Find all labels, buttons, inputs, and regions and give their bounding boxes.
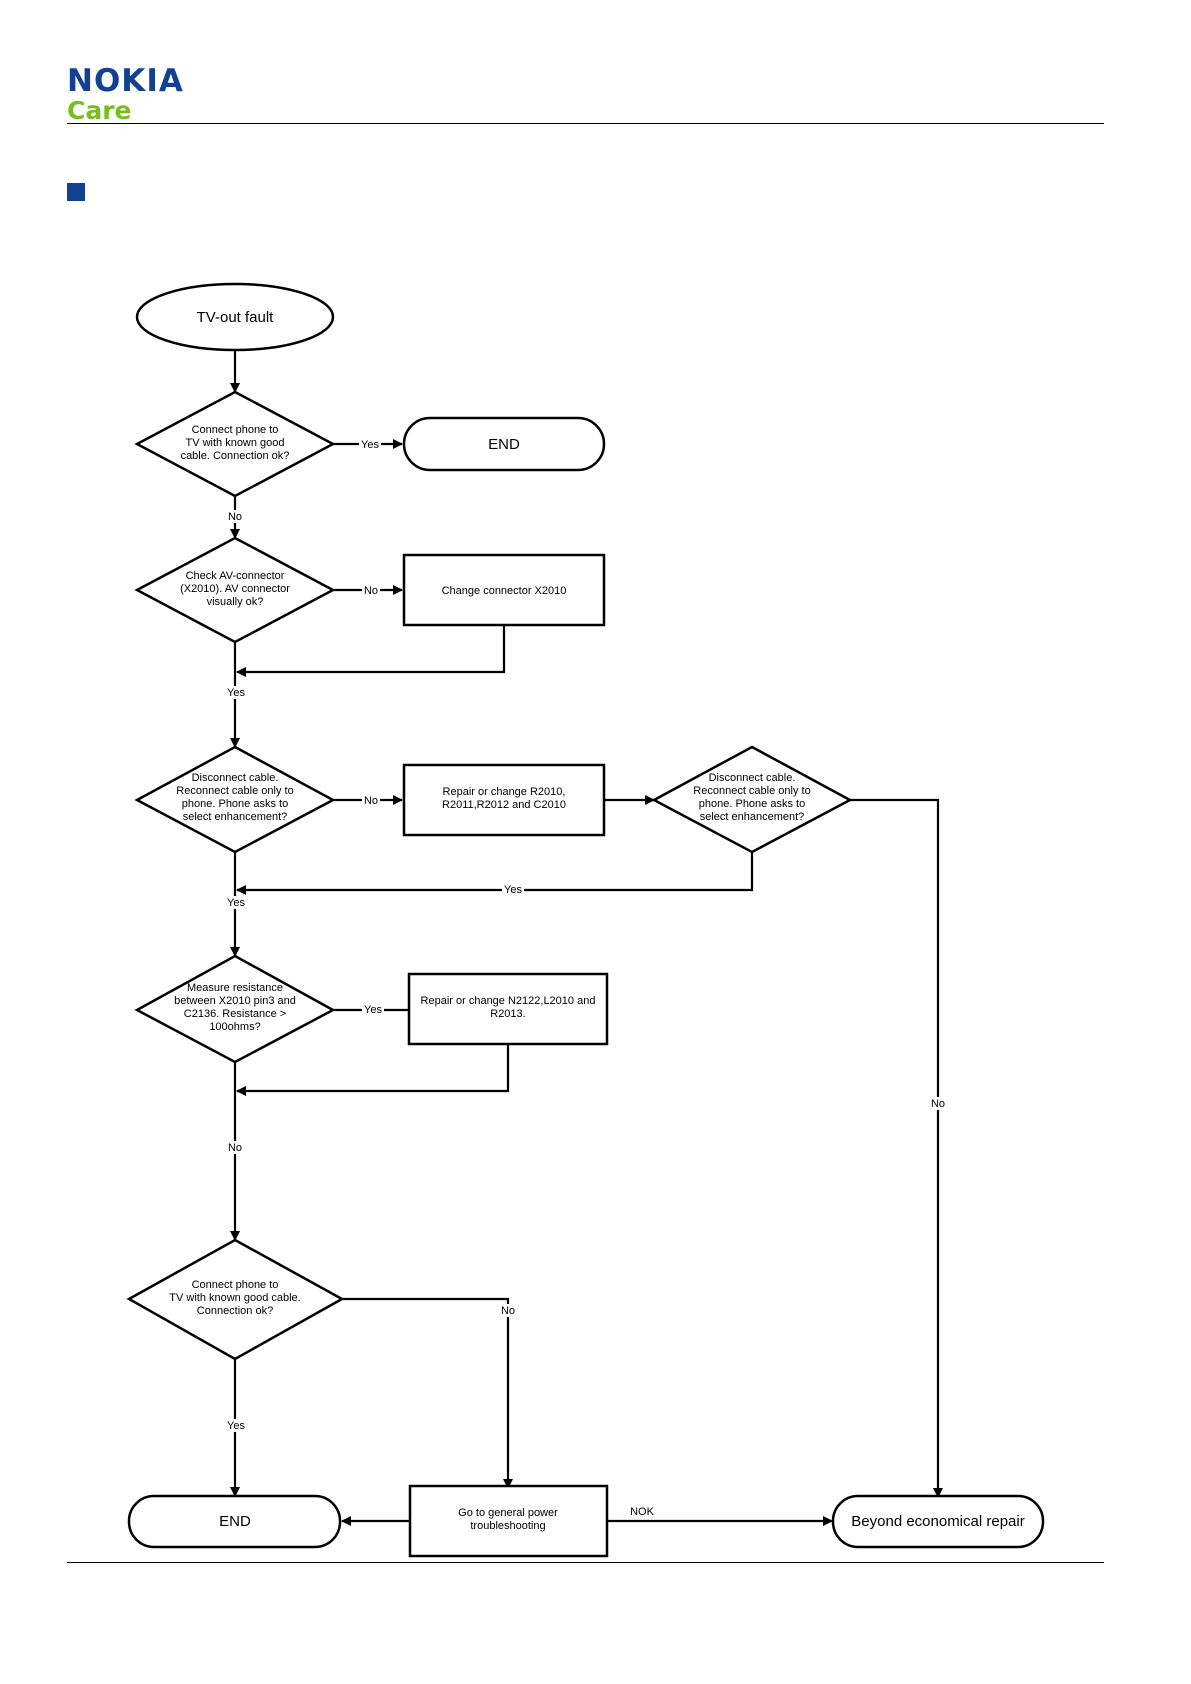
start-terminal — [135, 282, 335, 352]
q3b-line-1: Disconnect cable. — [709, 772, 796, 784]
q1-line-3: cable. Connection ok? — [181, 450, 290, 462]
q4-line-3: C2136. Resistance > — [184, 1008, 286, 1020]
label-q2-no: No — [364, 585, 378, 597]
power-line-2: troubleshooting — [470, 1520, 545, 1532]
decision-q3 — [134, 745, 336, 854]
repair1-line-1: Repair or change R2010, — [443, 786, 566, 798]
label-q3b-yes: Yes — [504, 884, 522, 896]
q3b-line-3: phone. Phone asks to — [699, 798, 805, 810]
label-q1-yes: Yes — [361, 439, 379, 451]
repair2-line-2: R2013. — [490, 1008, 525, 1020]
action-repair-n2122 — [407, 972, 609, 1046]
logo-nokia-wordmark: NOKIA — [67, 63, 184, 99]
q1-line-1: Connect phone to — [192, 424, 279, 436]
q3b-line-4: select enhancement? — [700, 811, 805, 823]
decision-q2 — [134, 536, 336, 644]
section-bullet-icon — [67, 183, 85, 201]
end-top-label: END — [488, 436, 520, 453]
q2-line-3: visually ok? — [207, 596, 264, 608]
terminal-end-bottom — [127, 1494, 342, 1549]
terminal-beyond-repair — [831, 1494, 1045, 1549]
action-change-connector — [402, 553, 606, 627]
end-bottom-label: END — [219, 1513, 251, 1530]
terminal-end-top — [402, 416, 606, 472]
logo-care-wordmark: Care — [67, 96, 132, 125]
q4-line-1: Measure resistance — [187, 982, 283, 994]
action-repair-r2010 — [402, 763, 606, 837]
connector-q5-power — [342, 1297, 513, 1489]
q4-line-2: between X2010 pin3 and — [174, 995, 296, 1007]
connector-q3b-ber — [850, 798, 943, 1498]
decision-q5 — [126, 1238, 345, 1361]
beyond-repair-label: Beyond economical repair — [851, 1513, 1024, 1530]
repair1-line-2: R2011,R2012 and C2010 — [442, 799, 566, 811]
decision-q1 — [134, 390, 336, 498]
q3b-line-2: Reconnect cable only to — [693, 785, 810, 797]
q3-line-4: select enhancement? — [183, 811, 288, 823]
label-q3b-no: No — [931, 1098, 945, 1110]
power-line-1: Go to general power — [458, 1507, 558, 1519]
decision-q3b — [651, 745, 853, 854]
q3-line-2: Reconnect cable only to — [176, 785, 293, 797]
connector-repair2-return — [236, 1045, 510, 1096]
nokia-care-logo: NOKIA Care — [67, 66, 184, 125]
label-q2-yes: Yes — [227, 687, 245, 699]
label-q5-yes: Yes — [227, 1420, 245, 1432]
q2-line-1: Check AV-connector — [186, 570, 285, 582]
q2-line-2: (X2010). AV connector — [180, 583, 290, 595]
q5-line-3: Connection ok? — [197, 1305, 273, 1317]
start-label: TV-out fault — [197, 309, 275, 326]
label-q3-yes: Yes — [227, 897, 245, 909]
label-q5-no: No — [501, 1305, 515, 1317]
label-q4-yes: Yes — [364, 1004, 382, 1016]
header-rule — [67, 123, 1104, 124]
repair2-line-1: Repair or change N2122,L2010 and — [421, 995, 596, 1007]
connector-change-return — [236, 625, 506, 677]
footer-rule — [67, 1562, 1104, 1563]
label-q4-no: No — [228, 1142, 242, 1154]
q3-line-3: phone. Phone asks to — [182, 798, 288, 810]
label-power-nok: NOK — [630, 1506, 655, 1518]
label-q3-no: No — [364, 795, 378, 807]
q1-line-2: TV with known good — [185, 437, 284, 449]
decision-q4 — [134, 954, 336, 1064]
action-general-power — [408, 1484, 609, 1558]
change-connector-label: Change connector X2010 — [442, 585, 567, 597]
q5-line-2: TV with known good cable. — [169, 1292, 300, 1304]
connector-q3b-return — [236, 852, 754, 895]
q5-line-1: Connect phone to — [192, 1279, 279, 1291]
q3-line-1: Disconnect cable. — [192, 772, 279, 784]
q4-line-4: 100ohms? — [209, 1021, 260, 1033]
label-q1-no: No — [228, 511, 242, 523]
